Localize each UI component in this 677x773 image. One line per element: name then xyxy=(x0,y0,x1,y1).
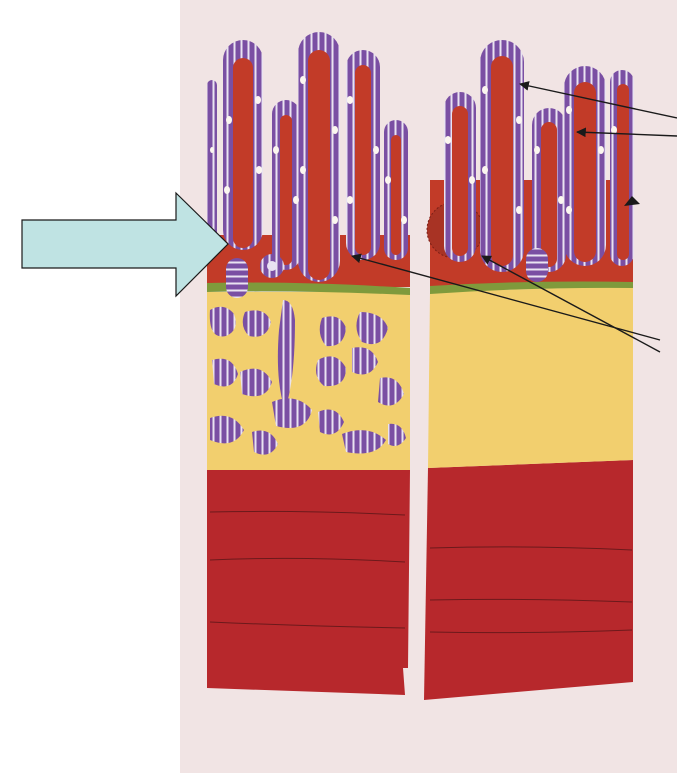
right-muscularis-externa xyxy=(424,460,633,700)
left-muscularis-externa xyxy=(207,470,410,695)
left-panel xyxy=(207,32,410,695)
right-submucosa xyxy=(428,286,633,468)
right-crypt xyxy=(526,248,548,282)
left-villi xyxy=(207,32,408,282)
